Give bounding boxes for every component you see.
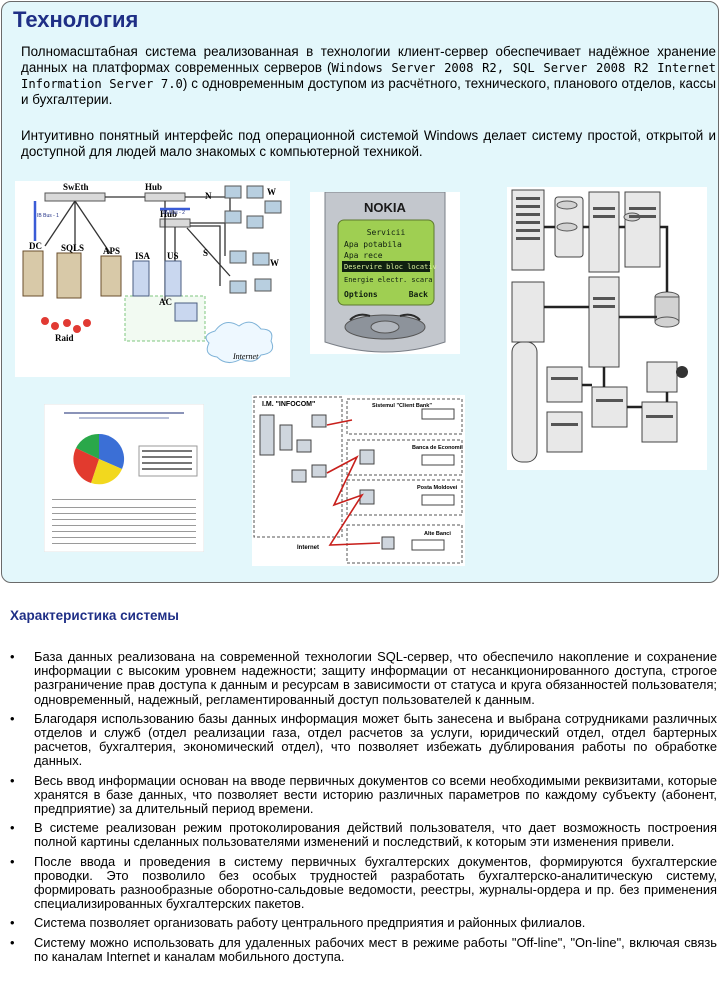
technology-panel: Технология Полномасштабная система реали… — [1, 1, 719, 583]
label-hub-1: Hub — [145, 182, 162, 192]
list-item: • Весь ввод информации основан на вводе п… — [10, 772, 717, 817]
list-item: • После ввода и проведения в систему перв… — [10, 853, 717, 912]
label-w-1: W — [267, 187, 276, 197]
bullet: • — [10, 934, 15, 950]
list-item: • В системе реализован режим протоколиров… — [10, 820, 717, 850]
label-us: US — [167, 251, 179, 261]
intro-paragraph-2: Интуитивно понятный интерфейс под операц… — [21, 128, 716, 159]
infocom-other-banks: Alte Banci — [424, 531, 451, 537]
bullet: • — [10, 820, 15, 836]
infocom-internet: Internet — [297, 545, 319, 551]
list-item-text: Систему можно использовать для удаленных… — [34, 934, 717, 964]
page-title: Технология — [13, 7, 139, 32]
intro-text-a: Полномасштабная система реализованная в … — [21, 44, 716, 75]
infocom-title: I.M. "INFOCOM" — [262, 401, 315, 408]
bullet: • — [10, 915, 15, 931]
list-item: • Благодаря использованию базы данных инф… — [10, 710, 717, 769]
label-bus-2: IB Bus - 2 — [163, 210, 185, 216]
list-item-text: После ввода и проведения в систему перви… — [34, 853, 717, 912]
phone-menu-item-3: Deservire bloc locativ — [344, 263, 437, 271]
label-bus-1: IB Bus - 1 — [37, 213, 59, 219]
label-dc: DC — [29, 241, 42, 251]
features-list: • База данных реализована на современной … — [10, 649, 717, 969]
list-item: • База данных реализована на современной … — [10, 649, 717, 707]
list-item-text: Весь ввод информации основан на вводе пе… — [34, 772, 717, 817]
infocom-savings-bank: Banca de Economii — [412, 445, 463, 451]
label-sqls: SQLS — [61, 243, 84, 253]
features-heading: Характеристика системы — [10, 608, 179, 623]
intro-servers: Windows Server 2008 R2, SQL Server 2008 … — [21, 61, 716, 91]
label-ac: AC — [159, 297, 172, 307]
label-isa: ISA — [135, 251, 151, 261]
bullet: • — [10, 710, 15, 726]
phone-soft-left: Options — [344, 289, 378, 299]
label-raid: Raid — [55, 333, 74, 343]
phone-brand: NOKIA — [364, 200, 407, 215]
intro-paragraph-1: Полномасштабная система реализованная в … — [21, 44, 716, 108]
intro-text-b: ) с одновременным доступом из расчётного… — [21, 76, 716, 107]
infocom-diagram-image: I.M. "INFOCOM" Sistemul "Client Bank" Ba… — [252, 395, 465, 566]
phone-menu-title: Servicii — [367, 228, 406, 237]
list-item-text: В системе реализован режим протоколирова… — [34, 820, 717, 850]
flowchart-image — [507, 187, 707, 470]
label-hub-2: Hub — [160, 209, 177, 219]
label-n: N — [205, 191, 212, 201]
bullet: • — [10, 649, 15, 664]
list-item-text: Система позволяет организовать работу це… — [34, 915, 586, 931]
phone-menu-item-2: Apa rece — [344, 251, 383, 260]
list-item: • Система позволяет организовать работу ц… — [10, 916, 717, 930]
bullet: • — [10, 772, 15, 788]
label-aps: APS — [103, 246, 120, 256]
label-internet: Internet — [232, 352, 259, 361]
phone-menu-item-1: Apa potabila — [344, 240, 402, 249]
list-item-text: Благодаря использованию базы данных инфо… — [34, 710, 717, 769]
phone-menu-item-4: Energie electr. scara — [344, 276, 433, 284]
label-s: S — [203, 248, 208, 258]
list-item-text: База данных реализована на современной т… — [34, 649, 717, 707]
infocom-client-bank: Sistemul "Client Bank" — [372, 403, 432, 409]
list-item: • Систему можно использовать для удаленны… — [10, 934, 717, 964]
infocom-post-office: Posta Moldovei — [417, 485, 458, 491]
label-w-2: W — [270, 258, 279, 268]
label-swith: SwEth — [63, 182, 89, 192]
network-diagram-image: SwEth Hub Hub N W S W DC SQLS APS ISA US… — [15, 181, 290, 377]
pie-chart-report-image — [44, 404, 204, 552]
mobile-phone-image: NOKIA Servicii Apa potabila Apa rece Des… — [310, 192, 460, 354]
bullet: • — [10, 853, 15, 869]
phone-soft-right: Back — [409, 290, 428, 299]
